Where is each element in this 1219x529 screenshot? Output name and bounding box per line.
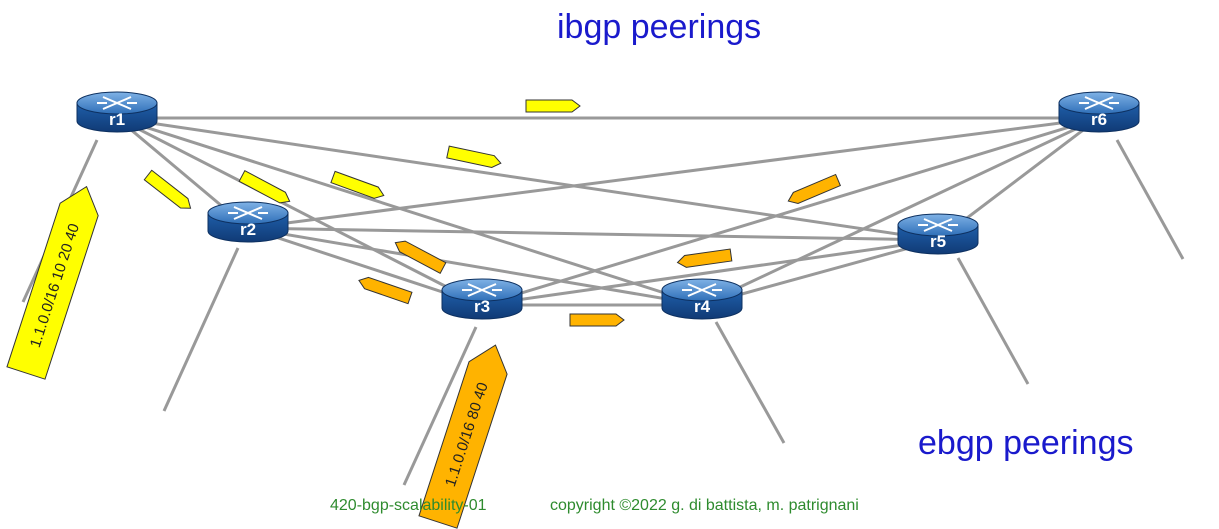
router-icon (97, 96, 137, 110)
ebgp-link-r5 (956, 257, 1030, 385)
router-label: r2 (240, 220, 256, 239)
ibgp-link-r2-r5 (247, 226, 939, 242)
orange-arrow (358, 276, 413, 305)
prefix-arrow-r1: 1.1.0.0/16 10 20 40 (6, 185, 99, 380)
yellow-arrow (143, 169, 192, 209)
router-icon (1079, 96, 1119, 110)
ibgp-link-r4-r6 (701, 116, 1100, 307)
router-label: r5 (930, 232, 946, 251)
ebgp-link-r2 (162, 247, 240, 412)
ibgp-link-r1-r5 (116, 116, 939, 242)
router-icon (682, 283, 722, 297)
propagation-arrows (143, 99, 842, 327)
copyright: copyright ©2022 g. di battista, m. patri… (550, 497, 859, 514)
router-icon (918, 218, 958, 232)
ebgp-links (21, 139, 1185, 486)
orange-arrow (676, 248, 733, 268)
yellow-arrow (238, 170, 291, 204)
yellow-arrow (446, 145, 502, 168)
yellow-prefix-arrow (6, 185, 99, 380)
router-r6: r6 (1058, 91, 1140, 133)
slide-id: 420-bgp-scalability-01 (330, 497, 487, 514)
router-label: r1 (109, 110, 125, 129)
orange-arrow (787, 173, 842, 205)
router-r5: r5 (897, 213, 979, 255)
ibgp-link-r2-r4 (247, 226, 703, 307)
router-r2: r2 (207, 201, 289, 243)
router-label: r3 (474, 297, 490, 316)
ibgp-link-r3-r6 (481, 116, 1100, 307)
orange-arrow (394, 240, 447, 274)
ebgp-link-r4 (714, 321, 786, 444)
diagram-title: ibgp peerings (557, 8, 762, 46)
router-label: r4 (694, 297, 711, 316)
router-r3: r3 (441, 278, 523, 320)
ebgp-link-r3 (402, 326, 478, 486)
orange-arrow (569, 313, 625, 327)
yellow-arrow (525, 99, 581, 113)
router-icon (228, 206, 268, 220)
ibgp-link-r2-r6 (247, 116, 1100, 230)
ibgp-link-r1-r4 (116, 116, 703, 307)
ibgp-link-r3-r5 (481, 238, 939, 307)
router-r1: r1 (76, 91, 158, 133)
router-label: r6 (1091, 110, 1107, 129)
ebgp-link-r6 (1115, 139, 1185, 260)
orange-prefix-arrow (418, 344, 508, 529)
router-r4: r4 (661, 278, 743, 320)
ebgp-peerings-label: ebgp peerings (918, 424, 1134, 462)
ibgp-link-r1-r3 (116, 116, 483, 307)
routers: r1 r2 r3 r4 r5 r6 (76, 91, 1140, 320)
router-icon (462, 283, 502, 297)
yellow-arrow (330, 170, 385, 199)
